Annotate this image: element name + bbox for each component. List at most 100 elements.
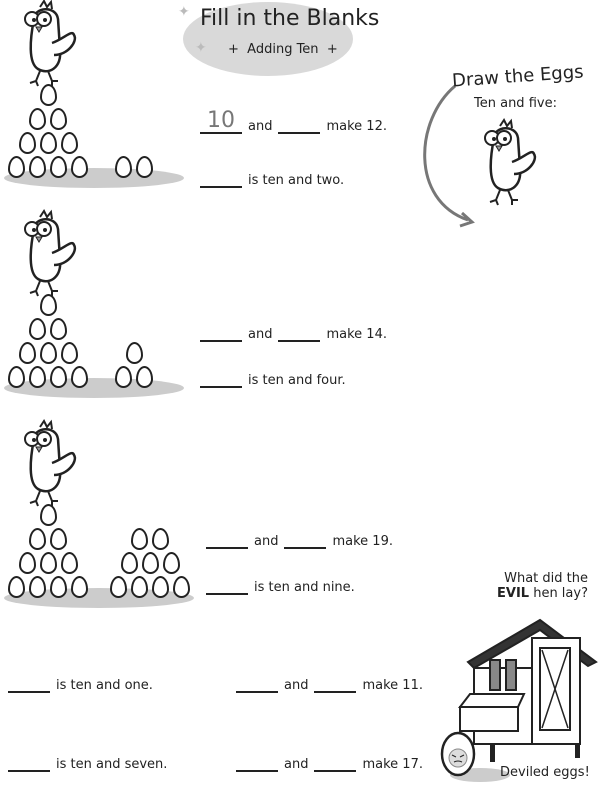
- riddle-line-2: EVIL hen lay?: [497, 586, 588, 601]
- sparkle-icon: ✦: [195, 40, 207, 56]
- egg: [60, 132, 78, 154]
- egg: [39, 552, 57, 574]
- problem-1-line-2: is ten and two.: [200, 164, 344, 188]
- answer-blank[interactable]: [314, 669, 357, 693]
- egg: [110, 576, 127, 598]
- answer-blank[interactable]: [314, 748, 357, 772]
- bottom-problem-4: and make 17.: [236, 748, 423, 772]
- text: is ten and one.: [56, 678, 153, 693]
- answer-blank[interactable]: [236, 669, 278, 693]
- problem-3-line-1: and make 19.: [206, 525, 393, 549]
- egg: [60, 552, 78, 574]
- answer-blank[interactable]: 10: [200, 110, 242, 134]
- answer-blank[interactable]: [200, 364, 242, 388]
- egg: [50, 576, 67, 598]
- egg: [120, 552, 138, 574]
- egg: [125, 342, 143, 364]
- egg: [29, 366, 46, 388]
- title-background: [183, 2, 353, 76]
- egg: [18, 132, 36, 154]
- egg: [29, 528, 46, 550]
- egg: [39, 342, 57, 364]
- egg: [50, 528, 67, 550]
- egg: [131, 576, 148, 598]
- sparkle-icon: ✦: [178, 4, 190, 20]
- answer-blank[interactable]: [278, 318, 321, 342]
- egg: [152, 528, 169, 550]
- egg: [71, 576, 88, 598]
- egg: [152, 576, 169, 598]
- text: and: [284, 757, 309, 772]
- egg: [39, 504, 57, 526]
- answer-blank[interactable]: [200, 318, 242, 342]
- egg: [115, 366, 132, 388]
- egg: [50, 108, 67, 130]
- bottom-problem-3: is ten and seven.: [8, 748, 167, 772]
- chicken-coop-illustration: [457, 618, 598, 762]
- text: make 19.: [332, 534, 393, 549]
- arrow-icon: [423, 84, 475, 228]
- answer-blank[interactable]: [8, 748, 50, 772]
- egg: [39, 84, 57, 106]
- riddle-question: What did the EVIL hen lay?: [497, 571, 588, 601]
- egg: [50, 366, 67, 388]
- egg: [8, 156, 25, 178]
- bottom-problem-2: and make 11.: [236, 669, 423, 693]
- answer-blank[interactable]: [8, 669, 50, 693]
- text: and: [248, 119, 273, 134]
- egg: [18, 342, 36, 364]
- answer-blank[interactable]: [206, 571, 248, 595]
- draw-eggs-title: Draw the Eggs: [451, 61, 585, 92]
- egg: [71, 156, 88, 178]
- egg: [39, 294, 57, 316]
- problem-1-line-1: 10 and make 12.: [200, 110, 387, 134]
- egg: [8, 576, 25, 598]
- riddle-line-1: What did the: [504, 571, 588, 586]
- egg: [50, 318, 67, 340]
- problem-2-line-1: and make 14.: [200, 318, 387, 342]
- egg: [131, 528, 148, 550]
- text: and: [248, 327, 273, 342]
- egg: [136, 156, 153, 178]
- text: make 11.: [362, 678, 423, 693]
- draw-eggs-prompt: Ten and five:: [474, 96, 557, 111]
- text: is ten and two.: [248, 173, 345, 188]
- egg: [71, 366, 88, 388]
- egg: [29, 576, 46, 598]
- egg: [29, 108, 46, 130]
- problem-2-line-2: is ten and four.: [200, 364, 346, 388]
- page-title: Fill in the Blanks: [200, 6, 380, 31]
- deviled-egg-icon: [440, 731, 476, 777]
- egg: [29, 156, 46, 178]
- text: is ten and nine.: [254, 580, 355, 595]
- egg: [60, 342, 78, 364]
- text: is ten and seven.: [56, 757, 168, 772]
- answer-blank[interactable]: [284, 525, 327, 549]
- egg: [173, 576, 190, 598]
- egg: [141, 552, 159, 574]
- answer-blank[interactable]: [206, 525, 248, 549]
- chicken-illustration: [18, 419, 78, 513]
- egg: [136, 366, 153, 388]
- egg: [162, 552, 180, 574]
- riddle-answer: Deviled eggs!: [500, 765, 590, 780]
- answer-blank[interactable]: [278, 110, 321, 134]
- answer-blank[interactable]: [200, 164, 242, 188]
- page-subtitle: + Adding Ten +: [228, 42, 338, 57]
- evil-word: EVIL: [497, 586, 530, 601]
- answer-blank[interactable]: [236, 748, 278, 772]
- egg: [50, 156, 67, 178]
- text: and: [254, 534, 279, 549]
- text: make 14.: [326, 327, 387, 342]
- chicken-illustration: [478, 118, 538, 212]
- egg: [18, 552, 36, 574]
- egg: [39, 132, 57, 154]
- text: make 17.: [362, 757, 423, 772]
- text: make 12.: [326, 119, 387, 134]
- bottom-problem-1: is ten and one.: [8, 669, 153, 693]
- egg: [29, 318, 46, 340]
- egg: [8, 366, 25, 388]
- chicken-illustration: [18, 0, 78, 93]
- text: is ten and four.: [248, 373, 346, 388]
